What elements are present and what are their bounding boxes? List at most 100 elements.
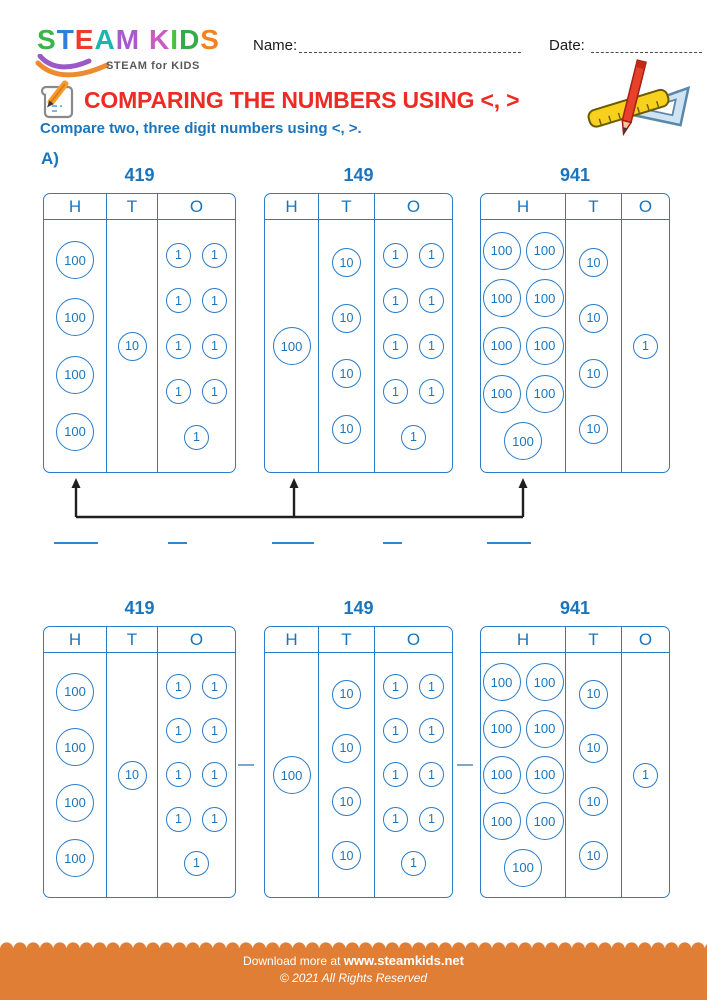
column-header-H: H (481, 627, 565, 653)
ones-disc: 1 (419, 379, 444, 404)
date-label: Date: (549, 37, 585, 54)
tens-disc: 10 (332, 248, 361, 278)
ones-disc: 1 (633, 333, 658, 359)
ones-disc: 1 (202, 762, 227, 788)
column-header-H: H (265, 194, 318, 220)
table-number-label: 419 (124, 165, 155, 185)
ones-disc: 1 (383, 674, 408, 700)
disc-row: 10 (579, 248, 608, 278)
page-title: COMPARING THE NUMBERS USING <, > (84, 87, 520, 113)
ones-disc: 1 (383, 333, 408, 359)
name-label: Name: (253, 37, 298, 54)
answer-blank-3[interactable] (487, 542, 531, 544)
column-header-H: H (44, 194, 106, 220)
disc-row: 1 (633, 333, 658, 359)
ones-disc: 1 (166, 333, 191, 359)
disc-row: 100 (56, 298, 94, 337)
disc-row: 10 (332, 414, 361, 444)
hundreds-disc: 100 (525, 802, 564, 841)
logo-letter: T (56, 24, 75, 55)
answer-blank-1[interactable] (54, 542, 98, 544)
ones-disc: 1 (202, 333, 227, 359)
hundreds-disc: 100 (525, 374, 564, 413)
footer-download-prefix: Download more at (243, 954, 341, 968)
disc-row: 100 (56, 355, 94, 394)
hundreds-column-body: 100 100 100 100 (44, 220, 106, 472)
ones-disc: 1 (419, 762, 444, 788)
ones-disc: 1 (184, 424, 209, 450)
hundreds-disc: 100 (525, 755, 564, 794)
date-blank-line[interactable] (591, 38, 702, 53)
ones-disc: 1 (419, 674, 444, 700)
column-header-T: T (566, 627, 621, 653)
column-header-T: T (107, 627, 157, 653)
disc-row: 100 (56, 412, 94, 451)
answer-blank-2[interactable] (272, 542, 314, 544)
disc-row: 10 (579, 359, 608, 389)
tens-disc: 10 (332, 414, 361, 444)
column-header-O: O (622, 194, 669, 220)
ones-disc: 1 (419, 806, 444, 832)
disc-row: 10 (117, 331, 147, 361)
footer-website-link[interactable]: www.steamkids.net (343, 953, 464, 968)
hundreds-disc: 100 (482, 755, 521, 794)
disc-row: 1 (633, 762, 658, 788)
comparison-sign-blank-1[interactable] (168, 542, 187, 544)
tens-disc: 10 (332, 841, 361, 871)
ones-disc: 1 (202, 674, 227, 700)
hundreds-disc: 100 (482, 663, 521, 702)
hundreds-disc: 100 (525, 709, 564, 748)
hundreds-disc: 100 (482, 802, 521, 841)
column-header-H: H (481, 194, 565, 220)
logo-letter: S (37, 24, 57, 55)
separator-dash-2 (457, 764, 473, 766)
column-header-T: T (319, 194, 374, 220)
disc-row: 1 (184, 850, 209, 876)
hundreds-disc: 100 (272, 756, 311, 794)
separator-dash-1 (238, 764, 254, 766)
disc-row: 10 (332, 303, 361, 333)
column-header-T: T (566, 194, 621, 220)
hundreds-column-body: 100 (265, 220, 318, 472)
tens-column: T 10 10 10 10 (319, 194, 375, 472)
tens-disc: 10 (332, 787, 361, 817)
tens-disc: 10 (332, 359, 361, 389)
comparison-bracket-arrows (71, 478, 528, 519)
disc-row: 100 (56, 783, 94, 822)
hundreds-disc: 100 (56, 412, 94, 451)
name-blank-line[interactable] (299, 38, 521, 53)
ones-disc: 1 (202, 718, 227, 744)
ones-column-body: 1 (622, 653, 669, 897)
hundreds-disc: 100 (525, 231, 564, 270)
hundreds-disc: 100 (56, 241, 94, 280)
logo-tagline: STEAM for KIDS (106, 60, 200, 72)
ones-disc: 1 (383, 288, 408, 313)
comparison-sign-blank-2[interactable] (383, 542, 402, 544)
column-header-O: O (375, 194, 452, 220)
section-label: A) (41, 149, 59, 168)
tens-disc: 10 (332, 733, 361, 763)
logo-letter: D (179, 24, 201, 55)
hundreds-disc: 100 (525, 326, 564, 365)
